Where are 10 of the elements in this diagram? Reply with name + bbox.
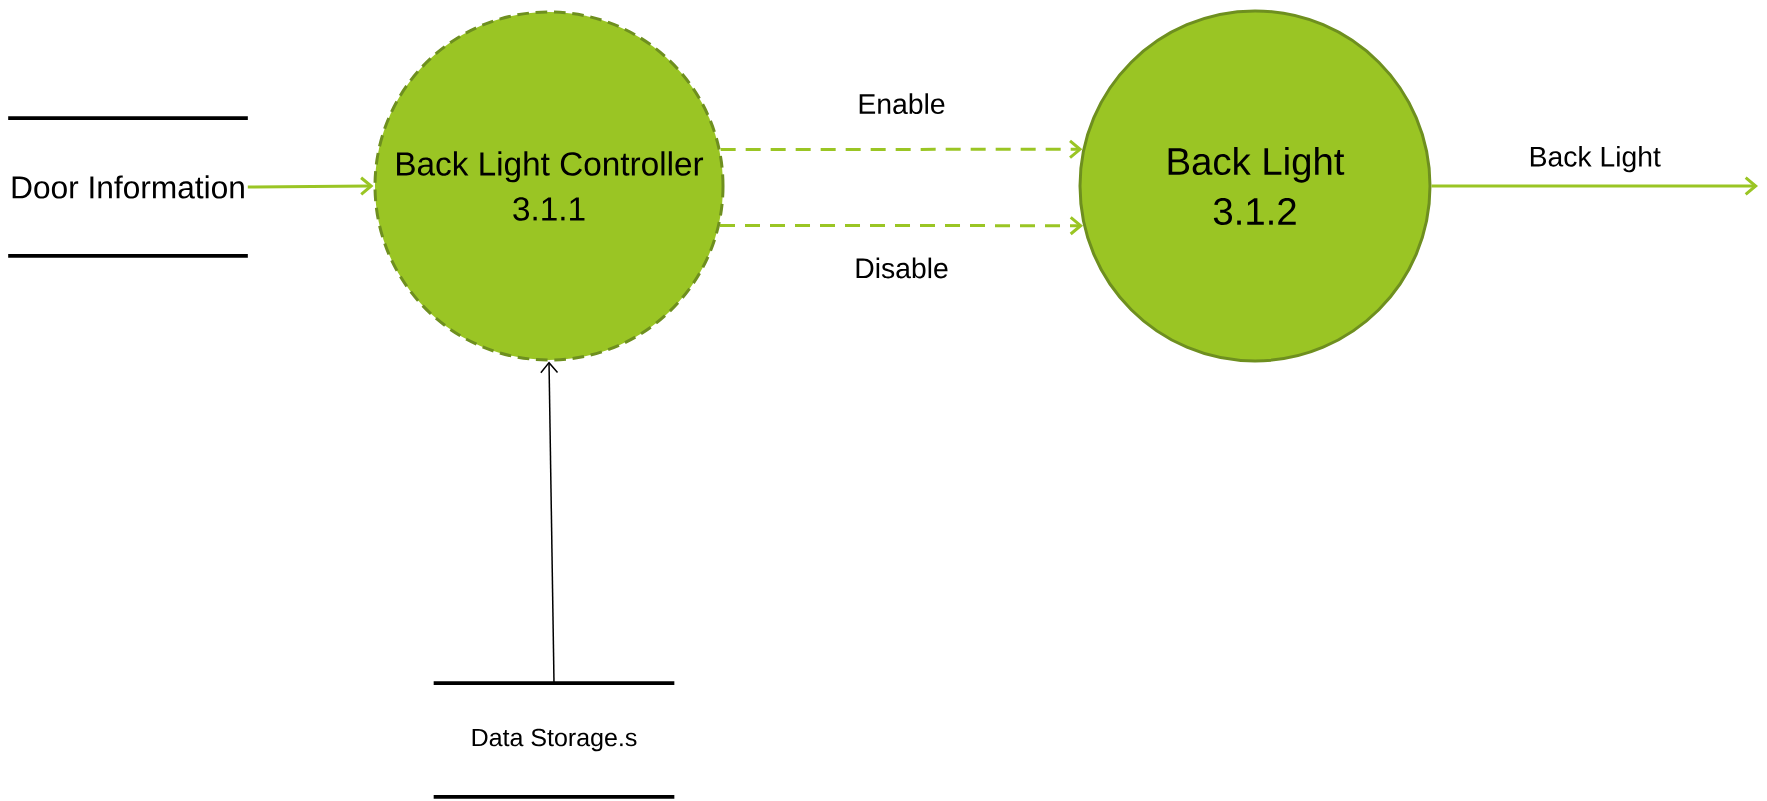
edge-label: Back Light [1530, 145, 1661, 173]
data-store: Door Information [8, 116, 248, 258]
edge-label: Disable [856, 257, 948, 279]
arrow [540, 361, 559, 684]
data-store: Data Storage.s [433, 681, 675, 799]
arrow [720, 139, 1083, 159]
arrow [1431, 176, 1758, 196]
arrow [247, 176, 374, 196]
edge-label: Enable [859, 93, 945, 115]
arrow [720, 216, 1084, 236]
